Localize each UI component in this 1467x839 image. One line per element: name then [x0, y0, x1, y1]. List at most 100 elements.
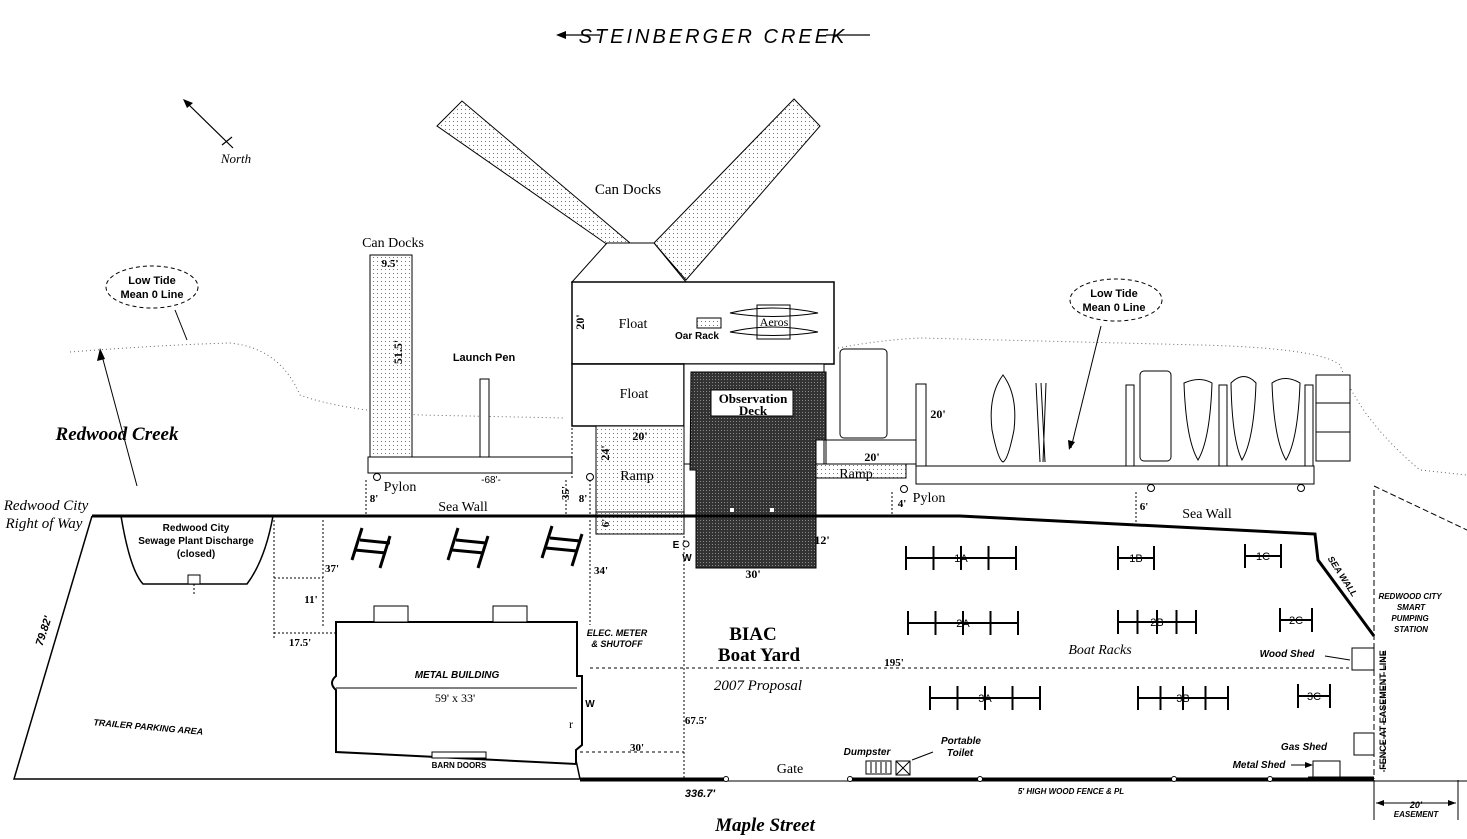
rack-label: 3B	[1176, 693, 1189, 705]
svg-text:-68'-: -68'-	[481, 475, 501, 486]
svg-text:E: E	[673, 540, 680, 551]
svg-text:2007 Proposal: 2007 Proposal	[714, 678, 802, 694]
svg-text:Portable: Portable	[941, 736, 981, 747]
svg-text:Low Tide: Low Tide	[128, 275, 175, 287]
svg-text:STATION: STATION	[1394, 625, 1428, 634]
svg-text:8': 8'	[370, 493, 379, 505]
svg-text:Sea Wall: Sea Wall	[438, 500, 488, 515]
boat-rack-2b: 2B	[1117, 610, 1197, 634]
svg-text:Boat Yard: Boat Yard	[718, 645, 801, 666]
can-dock-left: Can Docks 9.5' 51.5' Launch Pen -68'-	[362, 236, 573, 486]
rack-label: 1A	[954, 553, 968, 565]
boat-rack-3a: 3A	[929, 686, 1041, 710]
svg-text:FENCE AT EASEMENT LINE: FENCE AT EASEMENT LINE	[1378, 650, 1388, 770]
svg-text:& SHUTOFF: & SHUTOFF	[591, 639, 643, 649]
svg-text:Mean 0 Line: Mean 0 Line	[1083, 302, 1146, 314]
svg-text:W: W	[585, 699, 595, 710]
svg-text:Observation: Observation	[719, 391, 788, 406]
rack-label: 1B	[1129, 553, 1142, 565]
svg-text:Low Tide: Low Tide	[1090, 288, 1137, 300]
sheds: Wood Shed Gas Shed Metal Shed	[1233, 647, 1375, 780]
svg-text:Pylon: Pylon	[913, 491, 946, 506]
svg-text:67.5': 67.5'	[685, 715, 707, 727]
svg-text:SMART: SMART	[1397, 603, 1426, 612]
north-label: North	[220, 151, 251, 166]
svg-text:30': 30'	[630, 742, 644, 754]
svg-text:8': 8'	[579, 493, 588, 505]
can-docks-x: Can Docks	[436, 98, 821, 283]
svg-text:Gas Shed: Gas Shed	[1281, 742, 1328, 753]
svg-text:20': 20'	[864, 450, 879, 464]
property-boundary	[12, 515, 581, 780]
street-fence: Gate 5' HIGH WOOD FENCE & PL 336.7'	[580, 762, 1467, 800]
svg-text:11': 11'	[304, 594, 317, 606]
boat-rack-2a: 2A	[907, 611, 1019, 635]
svg-text:PUMPING: PUMPING	[1391, 614, 1428, 623]
svg-text:Metal Shed: Metal Shed	[1233, 760, 1287, 771]
svg-text:Toilet: Toilet	[947, 748, 974, 759]
svg-text:6': 6'	[600, 519, 612, 528]
pylon-left-icon	[373, 473, 381, 481]
svg-text:Pylon: Pylon	[384, 480, 417, 495]
boat-rack-1c: 1C	[1244, 544, 1282, 568]
low-tide-callout-left: Low Tide Mean 0 Line	[105, 265, 199, 341]
svg-text:ELEC. METER: ELEC. METER	[587, 628, 648, 638]
aeros-boats: Aeros	[729, 304, 819, 340]
low-tide-line-right	[837, 337, 1467, 476]
boat-rack-2c: 2C	[1279, 608, 1313, 632]
svg-text:(closed): (closed)	[177, 549, 215, 560]
rack-label: 3C	[1307, 691, 1321, 703]
oar-rack	[696, 317, 722, 329]
svg-text:Ramp: Ramp	[620, 469, 653, 484]
launch-ramps	[350, 525, 584, 569]
boat-rack-3c: 3C	[1297, 684, 1331, 708]
observation-deck: Observation Deck	[683, 363, 827, 569]
redwood-creek-label: Redwood Creek	[55, 424, 179, 445]
creek-title: STEINBERGER CREEK	[556, 26, 870, 48]
dimension-marks	[273, 364, 1350, 780]
svg-text:TRAILER PARKING AREA: TRAILER PARKING AREA	[93, 717, 203, 737]
svg-text:Sewage Plant Discharge: Sewage Plant Discharge	[138, 536, 254, 547]
svg-text:35': 35'	[560, 486, 572, 500]
rack-label: 1C	[1256, 551, 1270, 563]
svg-text:Right of Way: Right of Way	[5, 516, 83, 532]
svg-text:METAL BUILDING: METAL BUILDING	[415, 670, 500, 681]
svg-text:Mean 0 Line: Mean 0 Line	[121, 289, 184, 301]
rack-label: 2A	[956, 618, 970, 630]
svg-text:BIAC: BIAC	[729, 624, 777, 645]
svg-text:Can Docks: Can Docks	[362, 236, 424, 251]
boat-rack-1b: 1B	[1117, 546, 1155, 570]
svg-text:79.82': 79.82'	[34, 615, 55, 648]
svg-text:Sea Wall: Sea Wall	[1182, 507, 1232, 522]
portable-toilet-icon: Portable Toilet	[895, 736, 981, 776]
svg-text:37': 37'	[325, 563, 339, 575]
svg-text:20': 20'	[573, 314, 587, 329]
float-lower	[571, 363, 685, 427]
svg-text:Aeros: Aeros	[760, 315, 789, 329]
boat-rack-3b: 3B	[1137, 686, 1229, 710]
dumpster-icon: Dumpster	[844, 747, 892, 775]
svg-text:20': 20'	[930, 407, 945, 421]
svg-text:Boat Racks: Boat Racks	[1068, 643, 1132, 658]
svg-text:9.5': 9.5'	[382, 258, 399, 270]
svg-text:20': 20'	[1409, 800, 1423, 810]
svg-text:4': 4'	[898, 498, 907, 510]
can-docks-top-label: Can Docks	[595, 182, 661, 198]
rack-label: 3A	[978, 693, 992, 705]
svg-text:12': 12'	[814, 533, 829, 547]
svg-text:6': 6'	[1140, 501, 1149, 513]
svg-text:r: r	[569, 717, 573, 731]
svg-text:Redwood City: Redwood City	[3, 498, 89, 514]
easement: FENCE AT EASEMENT LINE REDWOOD CITY SMAR…	[1373, 485, 1467, 820]
rack-label: 2C	[1289, 615, 1303, 627]
right-dock: 20'	[915, 370, 1351, 485]
svg-text:195': 195'	[884, 657, 904, 669]
sewage-discharge: Redwood City Sewage Plant Discharge (clo…	[120, 515, 274, 595]
rack-label: 2B	[1150, 617, 1163, 629]
svg-text:EASEMENT: EASEMENT	[1394, 810, 1440, 819]
svg-text:20': 20'	[632, 429, 647, 443]
svg-text:34': 34'	[594, 565, 608, 577]
maple-street-label: Maple Street	[714, 815, 815, 836]
svg-text:59' x 33': 59' x 33'	[435, 691, 475, 705]
